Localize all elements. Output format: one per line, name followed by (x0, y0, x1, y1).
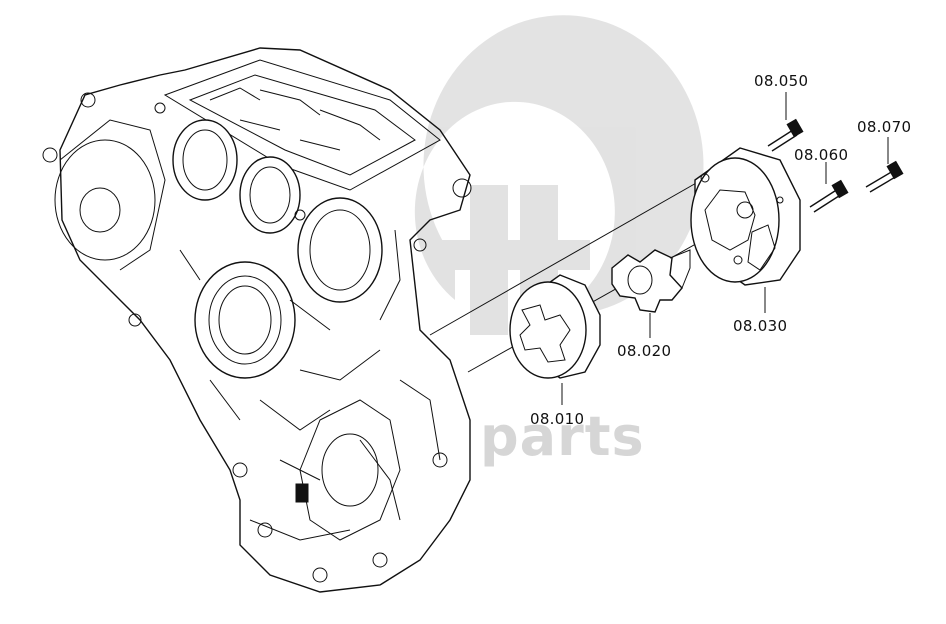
watermark-text: parts (480, 405, 645, 468)
label-08020: 08.020 (617, 342, 672, 360)
label-08060: 08.060 (794, 146, 849, 164)
bolt-08070 (865, 160, 904, 193)
alignment-line-upper (429, 177, 706, 336)
bolt-08050 (767, 118, 804, 152)
label-08070: 08.070 (857, 118, 912, 136)
inner-rotor (611, 249, 691, 313)
bolt-08060 (809, 179, 849, 213)
label-08010: 08.010 (530, 410, 585, 428)
label-08050: 08.050 (754, 72, 809, 90)
pump-cover (690, 147, 801, 286)
outer-rotor (509, 274, 601, 379)
label-08030: 08.030 (733, 317, 788, 335)
